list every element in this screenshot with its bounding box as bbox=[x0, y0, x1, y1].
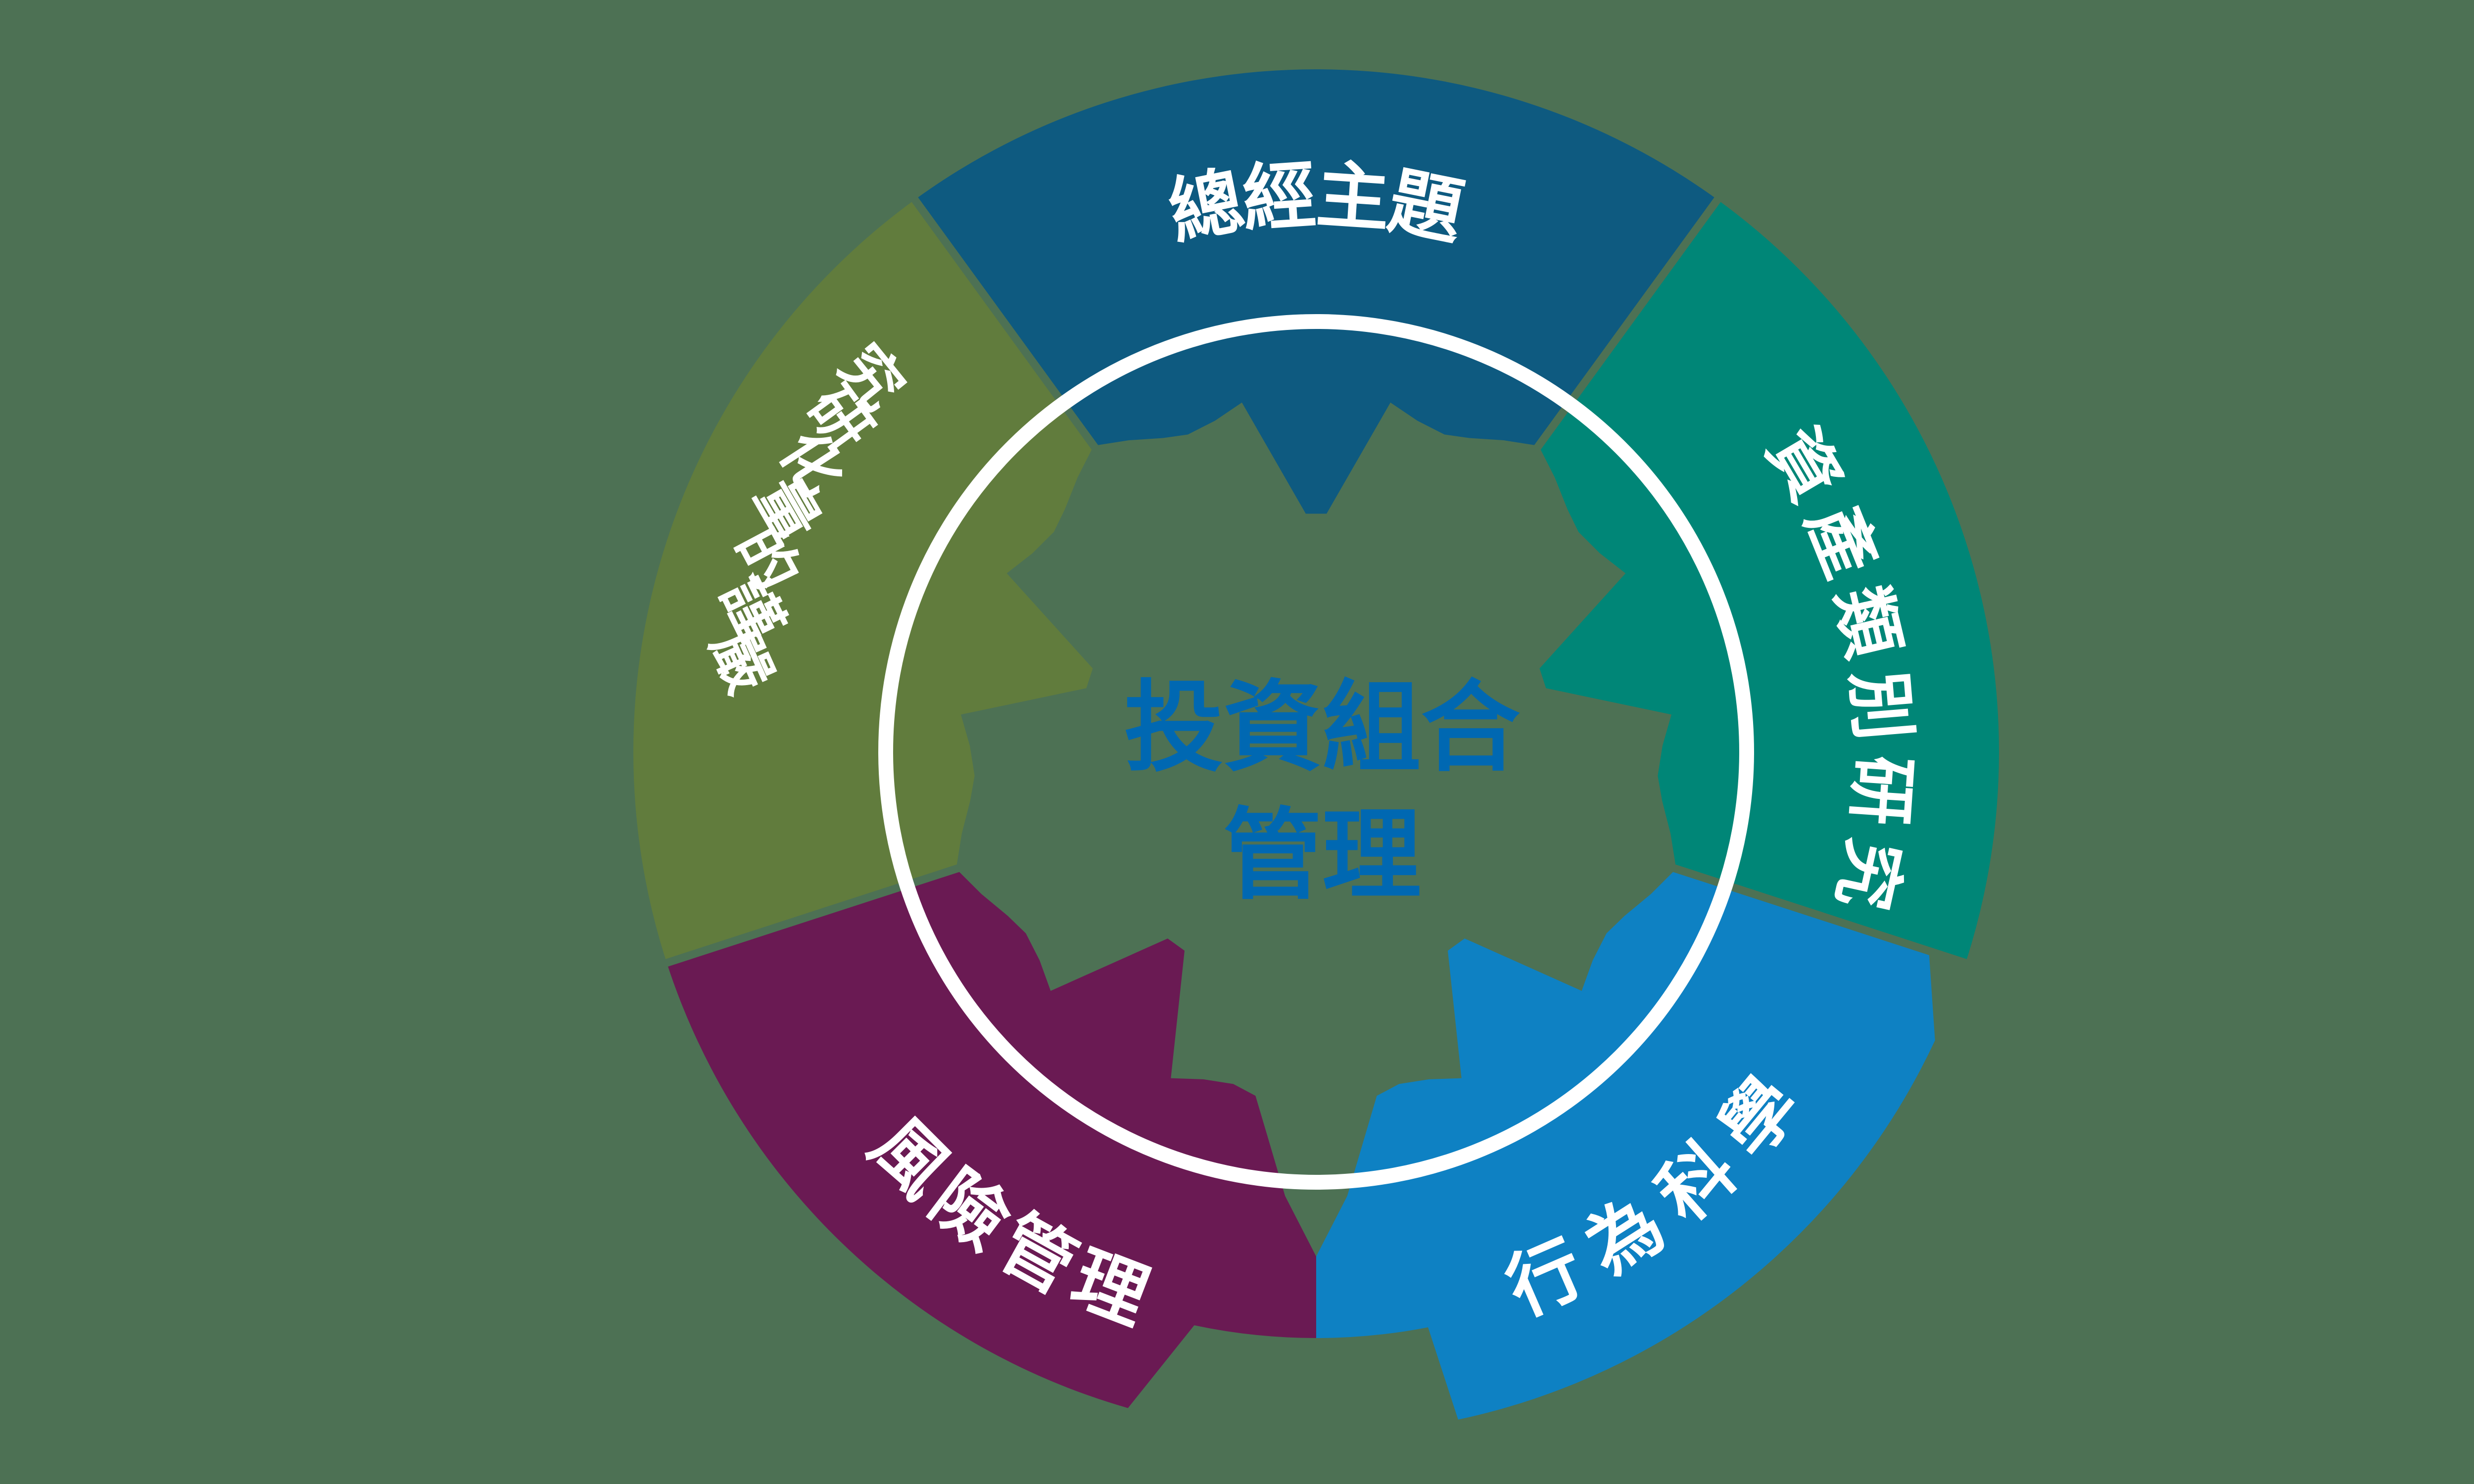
segment-gap bbox=[1665, 862, 1974, 969]
center-label-line2: 管理 bbox=[1223, 798, 1421, 913]
segment-asset-class-research bbox=[1538, 199, 1999, 963]
segment-label-char: 究 bbox=[1822, 832, 1915, 917]
segment-label-char: 經 bbox=[1240, 152, 1319, 242]
center-label-line1: 投資組合 bbox=[1124, 670, 1520, 786]
center-label: 投資組合 管理 bbox=[1124, 670, 1520, 913]
segment-label-char: 別 bbox=[1837, 668, 1923, 743]
segment-gap bbox=[1529, 191, 1725, 456]
segment-rigorous-quantitative-research bbox=[633, 199, 1094, 963]
wheel-segments bbox=[633, 69, 1999, 1420]
segment-behavioral-science bbox=[1316, 869, 1935, 1420]
segment-label-char: 題 bbox=[1382, 158, 1471, 256]
segment-gap bbox=[907, 191, 1103, 456]
segment-macro-themes bbox=[914, 69, 1718, 514]
segment-gap bbox=[658, 862, 967, 969]
segment-label-char: 研 bbox=[1838, 753, 1923, 828]
segment-label-char: 總 bbox=[1162, 158, 1250, 256]
inner-white-ring bbox=[878, 314, 1754, 1190]
segment-label-char: 主 bbox=[1314, 152, 1392, 242]
segment-risk-management bbox=[666, 869, 1316, 1408]
